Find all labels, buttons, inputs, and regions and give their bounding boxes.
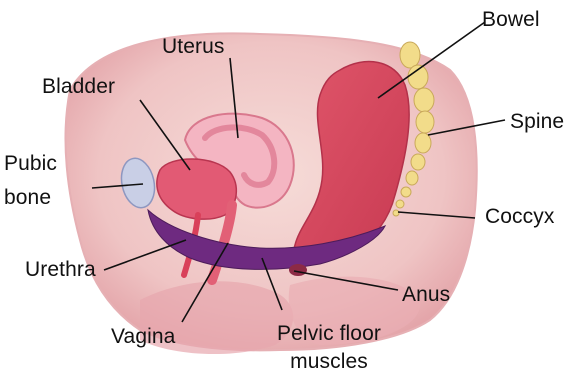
label-spine: Spine <box>510 110 564 134</box>
label-pubic-bone-line2: bone <box>4 186 57 210</box>
label-vagina: Vagina <box>111 325 175 349</box>
label-pelvic-floor-line2: muscles <box>254 350 404 374</box>
label-bladder: Bladder <box>42 75 115 99</box>
label-uterus: Uterus <box>162 35 224 59</box>
label-urethra: Urethra <box>25 258 96 282</box>
label-bowel: Bowel <box>482 8 540 32</box>
label-pubic-bone: Pubic bone <box>4 152 57 210</box>
anus-shape <box>289 264 307 276</box>
label-anus: Anus <box>402 283 450 307</box>
label-pelvic-floor-line1: Pelvic floor <box>254 322 404 346</box>
label-coccyx: Coccyx <box>485 205 554 229</box>
label-pelvic-floor-muscles: Pelvic floor muscles <box>254 322 404 374</box>
label-pubic-bone-line1: Pubic <box>4 152 57 176</box>
